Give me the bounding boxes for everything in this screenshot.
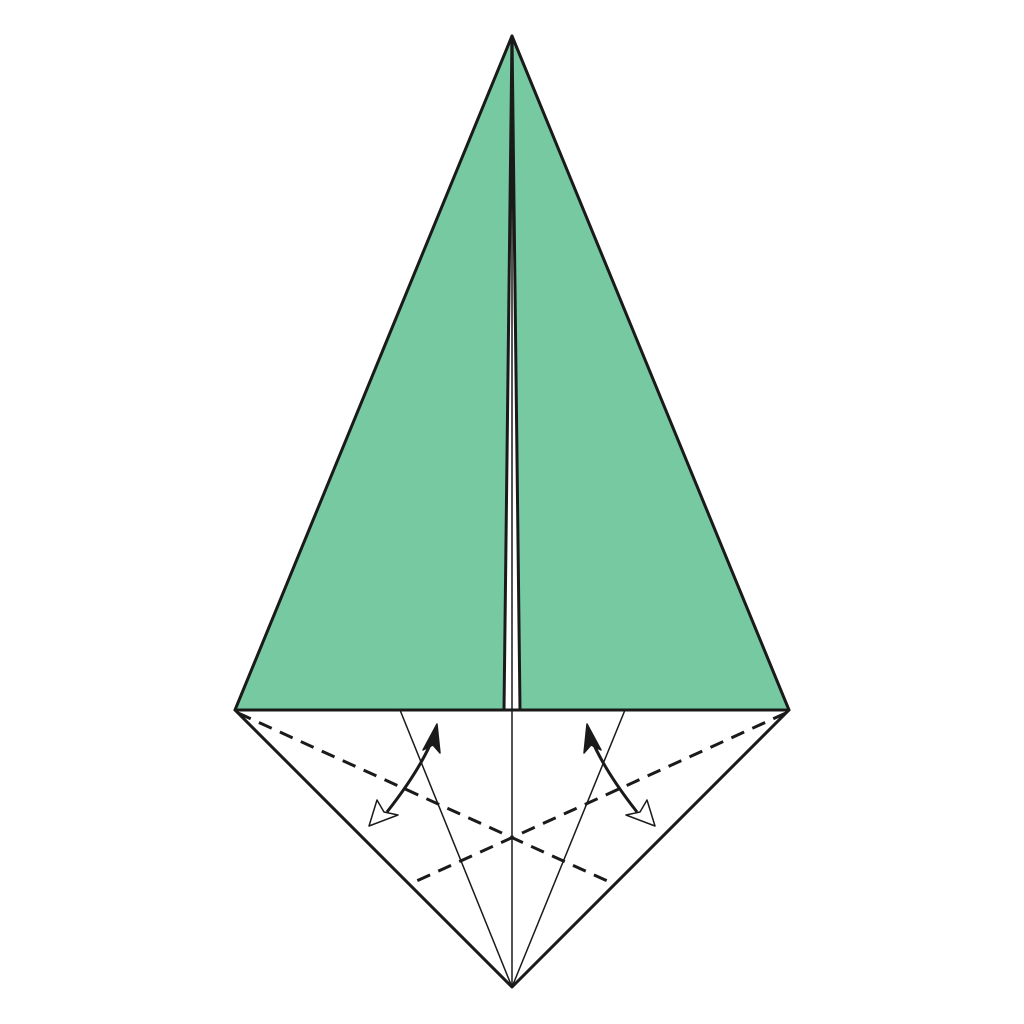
left-fold-and-unfold-arrow <box>368 723 441 827</box>
left-flap <box>233 34 514 712</box>
hollow-arrowhead-left <box>368 799 399 827</box>
crease-left <box>399 709 513 988</box>
hollow-arrowhead-right <box>625 799 656 827</box>
right-fold-and-unfold-arrow <box>583 723 656 827</box>
solid-arrowhead-right <box>583 723 602 754</box>
crease-right <box>511 709 626 988</box>
solid-arrowhead-left <box>422 723 441 754</box>
crease-lines <box>399 709 626 988</box>
right-flap <box>510 34 791 712</box>
